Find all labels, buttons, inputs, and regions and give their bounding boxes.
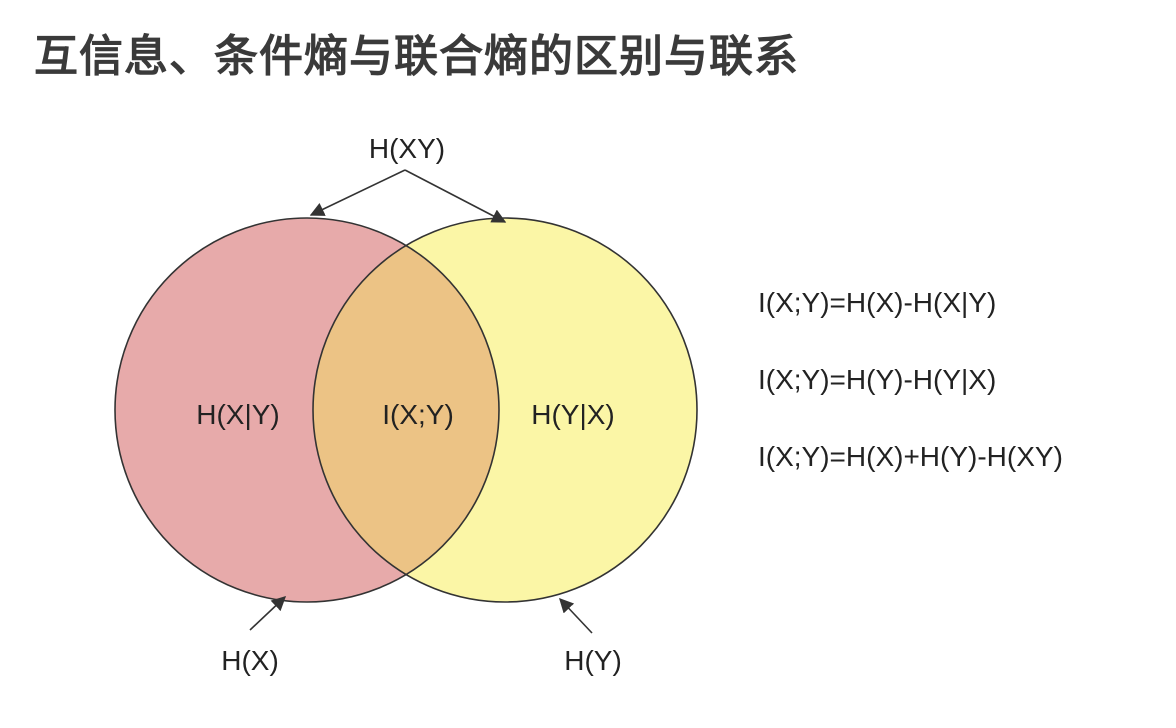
formula-list: I(X;Y)=H(X)-H(X|Y) I(X;Y)=H(Y)-H(Y|X) I(… — [758, 282, 1063, 513]
mutual-information-label: I(X;Y) — [382, 399, 454, 430]
joint-arrow-right — [404, 169, 507, 223]
entropy-y-label: H(Y) — [564, 645, 622, 676]
circle-hx-outline — [114, 217, 500, 603]
formula-mi-conditional-y: I(X;Y)=H(Y)-H(Y|X) — [758, 364, 997, 395]
conditional-entropy-x-label: H(X|Y) — [196, 399, 280, 430]
page-title: 互信息、条件熵与联合熵的区别与联系 — [34, 31, 799, 82]
hx-arrow — [249, 596, 287, 631]
joint-arrow-left — [309, 169, 406, 216]
entropy-x-label: H(X) — [221, 645, 279, 676]
joint-entropy-label: H(XY) — [369, 133, 445, 164]
formula-mi-joint: I(X;Y)=H(X)+H(Y)-H(XY) — [758, 441, 1063, 472]
formula-mi-conditional-x: I(X;Y)=H(X)-H(X|Y) — [758, 287, 997, 318]
overlap-region — [313, 218, 499, 602]
hy-arrow — [559, 597, 593, 634]
conditional-entropy-y-label: H(Y|X) — [531, 399, 615, 430]
